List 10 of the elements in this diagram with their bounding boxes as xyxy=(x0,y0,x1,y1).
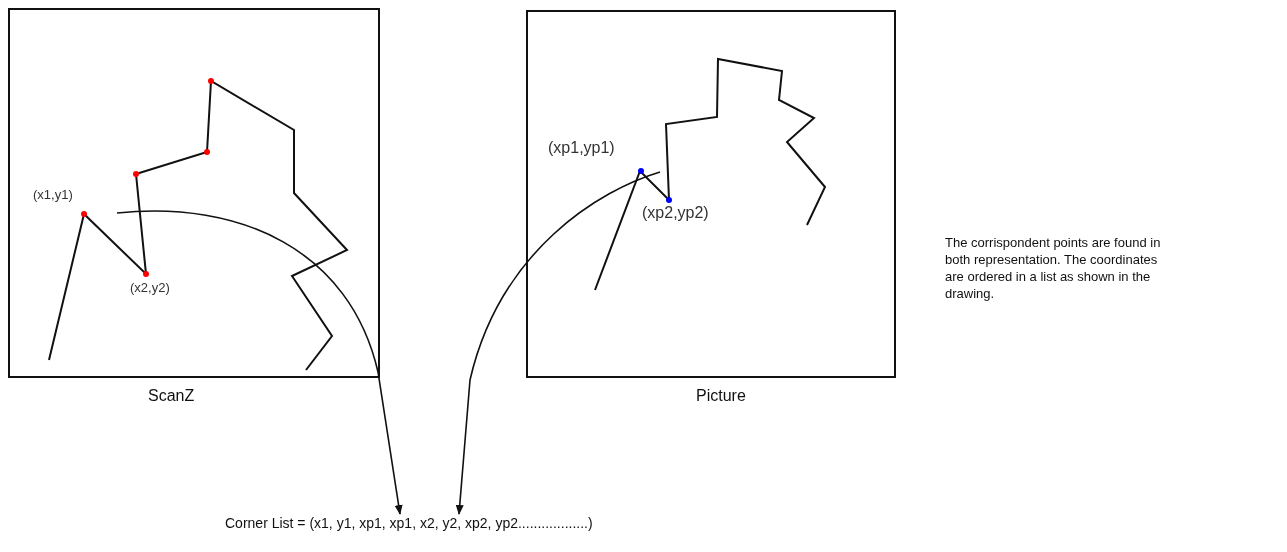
point-label: (x1,y1) xyxy=(33,187,73,202)
point-label: (x2,y2) xyxy=(130,280,170,295)
arrow xyxy=(116,210,403,515)
point-label: (xp1,yp1) xyxy=(548,139,615,157)
panel-caption: Picture xyxy=(696,387,746,405)
note-text: The corrispondent points are found in both representation. The coordinates are ordered in a list as shown in the drawing. xyxy=(945,234,1162,302)
formula-text: Corner List = (x1, y1, xp1, xp1, x2, y2, xp2, yp2..................) xyxy=(225,515,593,531)
arrow xyxy=(455,171,661,515)
panel-caption: ScanZ xyxy=(148,387,195,405)
point-label: (xp2,yp2) xyxy=(642,204,709,222)
